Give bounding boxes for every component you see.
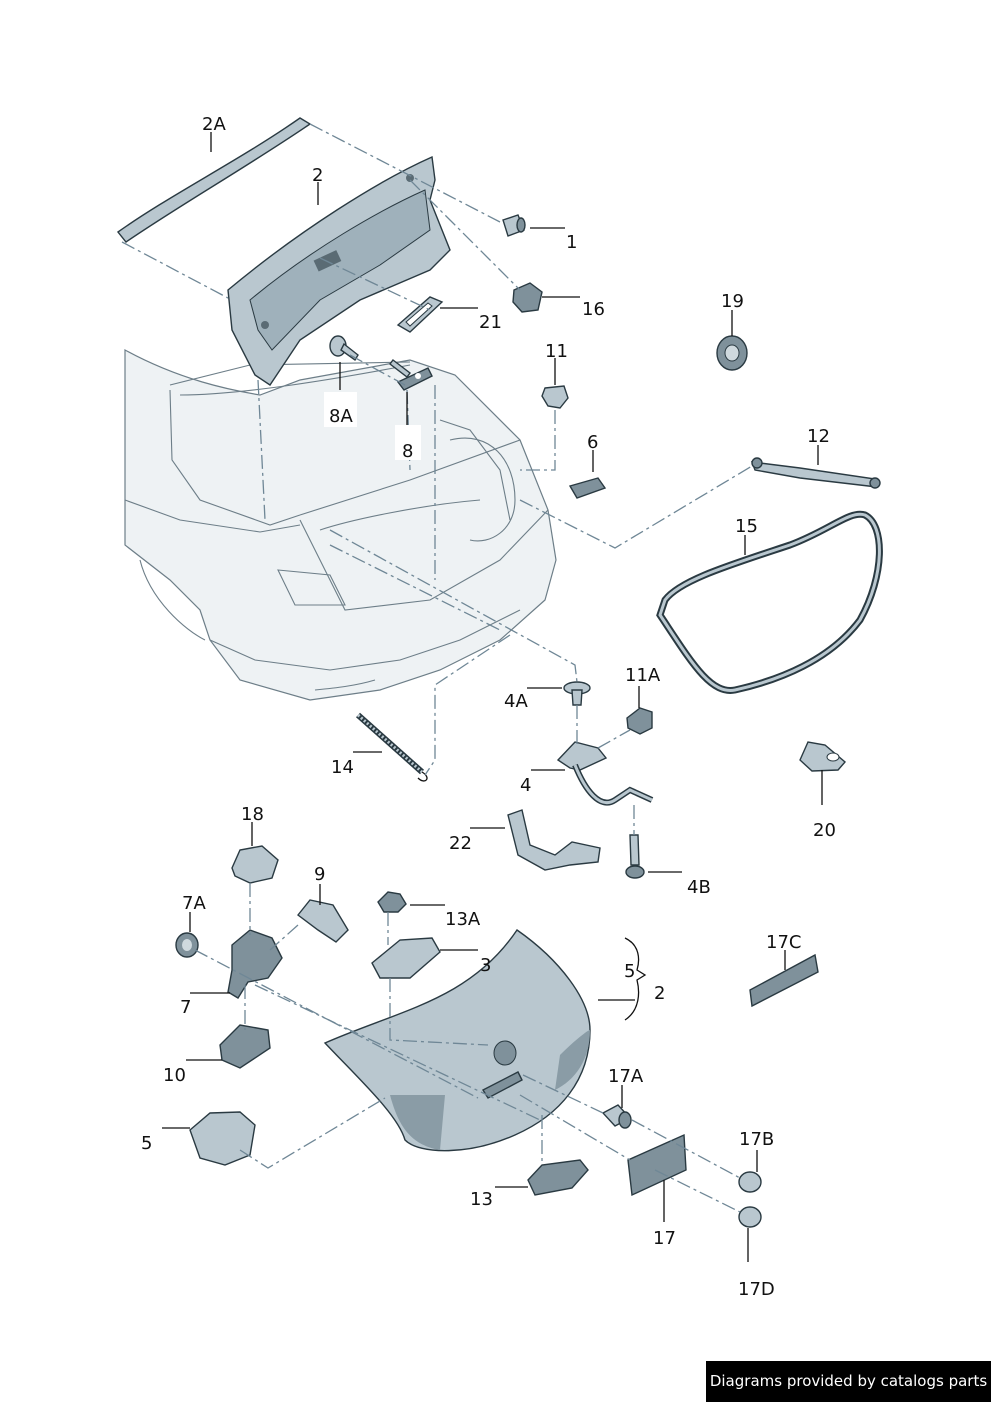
leader-lines <box>162 132 823 1262</box>
label-13A: 13A <box>445 909 481 930</box>
label-9: 9 <box>314 864 325 885</box>
label-17B: 17B <box>739 1129 774 1150</box>
part-labels: 2A 2 1 16 21 19 8A 8 11 6 12 15 4A 11A 1… <box>141 114 836 1300</box>
label-2-top: 2 <box>312 165 323 186</box>
label-13: 13 <box>470 1189 493 1210</box>
plate-part-17C <box>749 953 819 1008</box>
buffer-part-11 <box>541 385 569 409</box>
housing-part-3 <box>371 937 441 979</box>
trunk-lid-inner-panel <box>227 155 451 386</box>
label-8A: 8A <box>329 406 353 427</box>
cover-part-18 <box>231 845 279 884</box>
label-5-right: 5 <box>624 961 635 982</box>
label-6: 6 <box>587 432 598 453</box>
hinge-arm-part-22 <box>507 809 601 871</box>
gas-strut-part-12 <box>750 457 881 489</box>
bushing-part-17A <box>601 1104 632 1129</box>
label-21: 21 <box>479 312 502 333</box>
cover-part-5 <box>189 1111 256 1166</box>
label-2-right: 2 <box>654 983 665 1004</box>
label-17C: 17C <box>766 932 801 953</box>
label-17D: 17D <box>738 1279 775 1300</box>
label-4B: 4B <box>687 877 711 898</box>
bolt-part-8A <box>329 335 359 362</box>
label-22: 22 <box>449 833 472 854</box>
trunk-lid-outer <box>323 929 591 1152</box>
label-11: 11 <box>545 341 568 362</box>
label-16: 16 <box>582 299 605 320</box>
cover-part-9 <box>297 899 349 943</box>
label-12: 12 <box>807 426 830 447</box>
label-7A: 7A <box>182 893 206 914</box>
screw-part-17B <box>738 1171 762 1193</box>
guide-part-10 <box>219 1024 271 1069</box>
label-19: 19 <box>721 291 744 312</box>
nut-part-13A <box>377 891 407 913</box>
label-3: 3 <box>480 955 491 976</box>
catalog-credit-banner: Diagrams provided by catalogs parts <box>706 1361 991 1402</box>
lock-part-7 <box>227 929 283 999</box>
hinge-part-4 <box>556 741 654 806</box>
label-1: 1 <box>566 232 577 253</box>
buffer-part-16 <box>512 282 543 313</box>
label-18: 18 <box>241 804 264 825</box>
label-20: 20 <box>813 820 836 841</box>
label-10: 10 <box>163 1065 186 1086</box>
buffer-part-1 <box>502 214 526 237</box>
bolt-part-8 <box>389 359 433 391</box>
label-17: 17 <box>653 1228 676 1249</box>
spoiler-strip <box>116 117 312 243</box>
label-2A: 2A <box>202 114 226 135</box>
screw-part-17D <box>738 1206 762 1228</box>
assembly-lines <box>121 123 753 1213</box>
label-14: 14 <box>331 757 354 778</box>
label-15: 15 <box>735 516 758 537</box>
seal-part-21 <box>396 296 444 333</box>
pad-part-6 <box>568 477 607 499</box>
label-4A: 4A <box>504 691 528 712</box>
seal-part-15 <box>656 510 883 694</box>
clip-part-4A <box>563 681 591 706</box>
label-7: 7 <box>180 997 191 1018</box>
plate-part-17 <box>627 1133 687 1197</box>
bracket-part-20 <box>799 741 846 772</box>
bolt-part-4B <box>625 834 645 879</box>
label-11A: 11A <box>625 665 661 686</box>
label-8: 8 <box>402 441 413 462</box>
spring-part-14 <box>356 712 428 782</box>
grommet-part-19 <box>716 335 748 371</box>
handle-part-13 <box>527 1159 589 1196</box>
buffer-part-11A <box>626 707 653 735</box>
grommet-part-7A <box>175 932 199 958</box>
label-5-left: 5 <box>141 1133 152 1154</box>
label-17A: 17A <box>608 1066 644 1087</box>
car-body-illustration <box>124 348 557 701</box>
label-4: 4 <box>520 775 531 796</box>
